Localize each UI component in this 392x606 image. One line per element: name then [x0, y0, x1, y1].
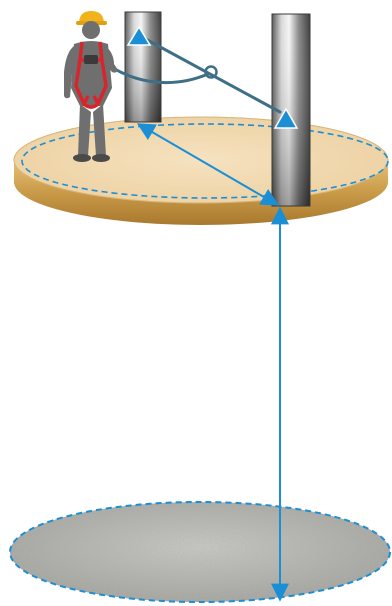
anchor-post-left — [125, 12, 161, 122]
ground-surface — [10, 502, 390, 602]
elevated-platform — [14, 117, 388, 225]
